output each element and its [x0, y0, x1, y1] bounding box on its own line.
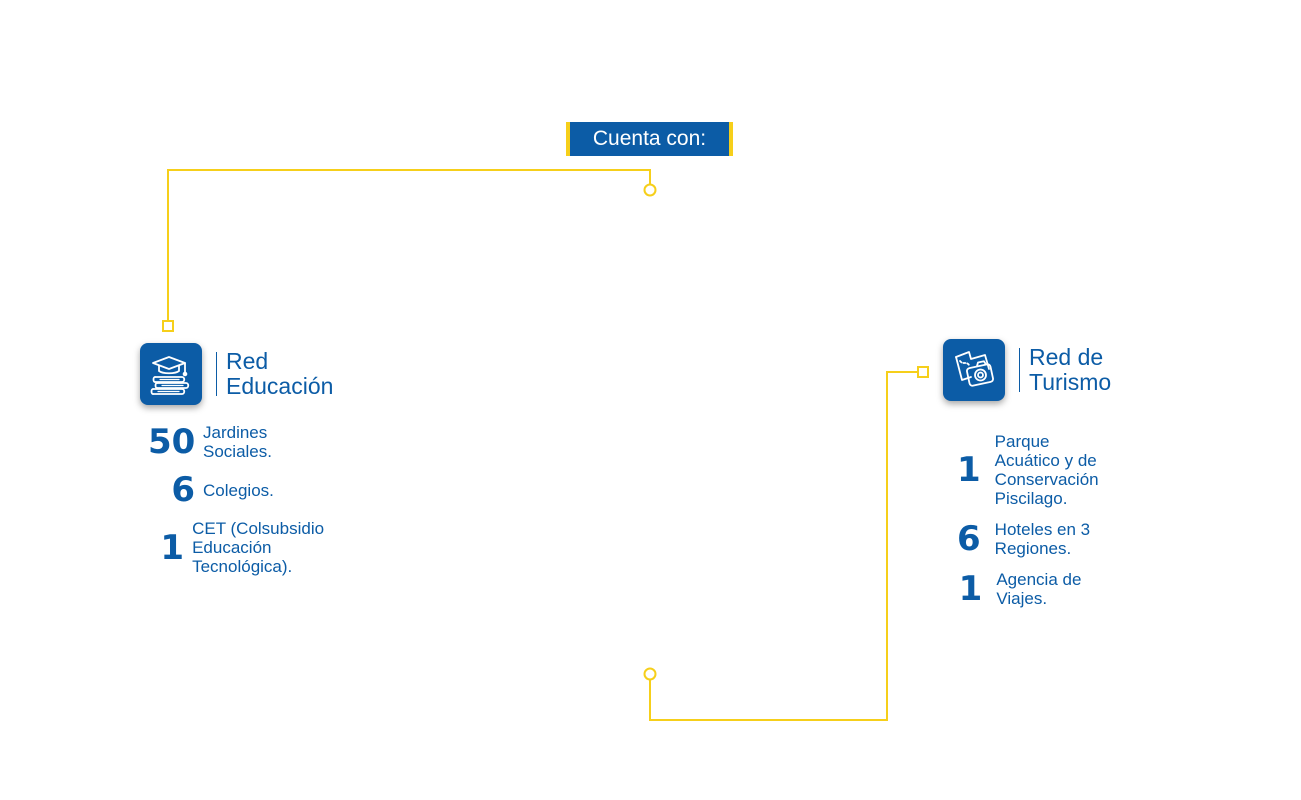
- tourism-title: Red de Turismo: [1029, 344, 1112, 395]
- item-number: 1: [957, 450, 981, 490]
- connector-line-tourism: [649, 371, 917, 721]
- item-number: 50: [148, 422, 196, 462]
- item-number: 1: [958, 569, 983, 609]
- header-divider: [1019, 348, 1020, 392]
- header-divider: [216, 352, 217, 396]
- item-text: Agencia de Viajes.: [996, 570, 1082, 608]
- item-text: Jardines Sociales.: [203, 423, 272, 461]
- tourism-items: 1 Parque Acuático y de Conservación Pisc…: [957, 432, 1111, 620]
- header-tag: Cuenta con:: [566, 122, 733, 156]
- graduation-cap-books-icon: [140, 343, 202, 405]
- list-item: 6 Colegios.: [148, 473, 333, 507]
- tourism-network: Red de Turismo 1 Parque Acuático y de Co…: [943, 339, 1111, 608]
- item-number: 6: [171, 470, 195, 510]
- connector-node-tourism: [917, 366, 929, 378]
- item-text: Parque Acuático y de Conservación Piscil…: [994, 432, 1099, 508]
- list-item: 1 Parque Acuático y de Conservación Pisc…: [957, 432, 1111, 508]
- item-text: Colegios.: [203, 480, 274, 500]
- list-item: 6 Hoteles en 3 Regiones.: [957, 520, 1111, 558]
- list-item: 1 CET (Colsubsidio Educación Tecnológica…: [148, 519, 333, 576]
- connector-node-education: [162, 320, 174, 332]
- education-items: 50 Jardines Sociales. 6 Colegios. 1 CET …: [148, 423, 333, 588]
- connector-node-bottom: [643, 667, 657, 681]
- connector-line-education: [167, 169, 651, 320]
- education-title: Red Educación: [226, 348, 334, 399]
- connector-node-top: [643, 183, 657, 197]
- item-text: CET (Colsubsidio Educación Tecnológica).: [192, 519, 325, 576]
- map-camera-icon: [943, 339, 1005, 401]
- item-text: Hoteles en 3 Regiones.: [994, 520, 1091, 558]
- list-item: 50 Jardines Sociales.: [148, 423, 333, 461]
- item-number: 6: [957, 519, 981, 559]
- item-number: 1: [160, 527, 185, 568]
- education-network: Red Educación 50 Jardines Sociales. 6 Co…: [140, 343, 333, 576]
- list-item: 1 Agencia de Viajes.: [957, 570, 1111, 608]
- tourism-header: Red de Turismo: [943, 339, 1111, 401]
- education-header: Red Educación: [140, 343, 333, 405]
